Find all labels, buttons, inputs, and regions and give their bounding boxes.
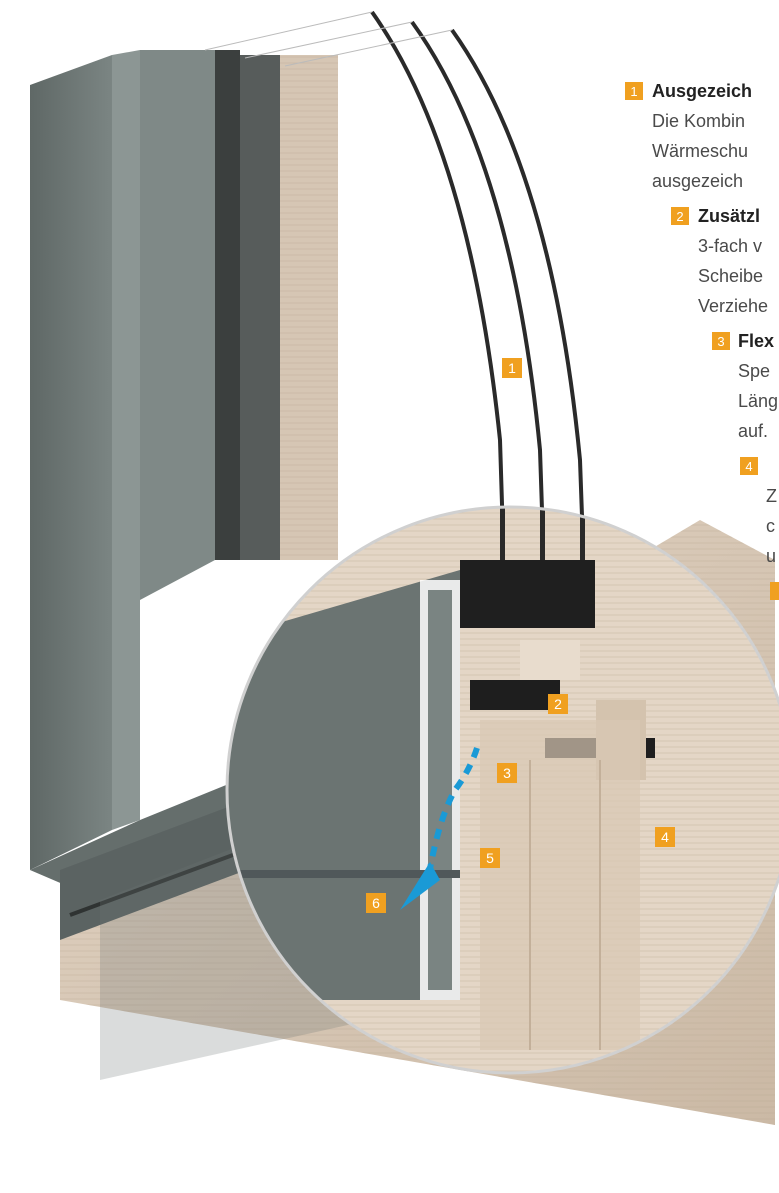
callout-1-line-1: Die Kombin [652, 111, 746, 131]
marker-5: 5 [480, 848, 500, 868]
callout-2-line-2: Scheibe [698, 266, 764, 286]
callout-3-line-2: Läng [738, 391, 779, 411]
callout-3: Flex Spe Läng auf. [738, 326, 779, 446]
callout-4-line-3: u [766, 546, 777, 566]
callout-4-number: 4 [740, 457, 758, 475]
callout-2-line-1: 3-fach v [698, 236, 763, 256]
callout-5-number [770, 582, 779, 600]
marker-6: 6 [366, 893, 386, 913]
lens-ring [225, 505, 779, 1075]
callout-2-title: Zusätzl [698, 206, 761, 226]
callout-1: Ausgezeich Die Kombin Wärmeschu ausgezei… [652, 76, 779, 196]
marker-2: 2 [548, 694, 568, 714]
callout-1-line-2: Wärmeschu [652, 141, 749, 161]
callout-3-number: 3 [712, 332, 730, 350]
callout-2-number: 2 [671, 207, 689, 225]
callout-2-line-3: Verziehe [698, 296, 769, 316]
section-detail-lens [227, 507, 779, 1073]
marker-1: 1 [502, 358, 522, 378]
callout-1-number: 1 [625, 82, 643, 100]
callout-4-line-2: c [766, 516, 775, 536]
callout-4: Z c u [766, 481, 779, 571]
callout-1-title: Ausgezeich [652, 81, 753, 101]
marker-3: 3 [497, 763, 517, 783]
callout-4-line-1: Z [766, 486, 777, 506]
callout-3-title: Flex [738, 331, 775, 351]
callout-2: Zusätzl 3-fach v Scheibe Verziehe [698, 201, 779, 321]
callout-3-line-1: Spe [738, 361, 771, 381]
glass-panes [204, 10, 587, 601]
callout-1-line-3: ausgezeich [652, 171, 744, 191]
drainage-arrow-icon [400, 747, 480, 910]
callout-3-line-3: auf. [738, 421, 769, 441]
marker-4: 4 [655, 827, 675, 847]
